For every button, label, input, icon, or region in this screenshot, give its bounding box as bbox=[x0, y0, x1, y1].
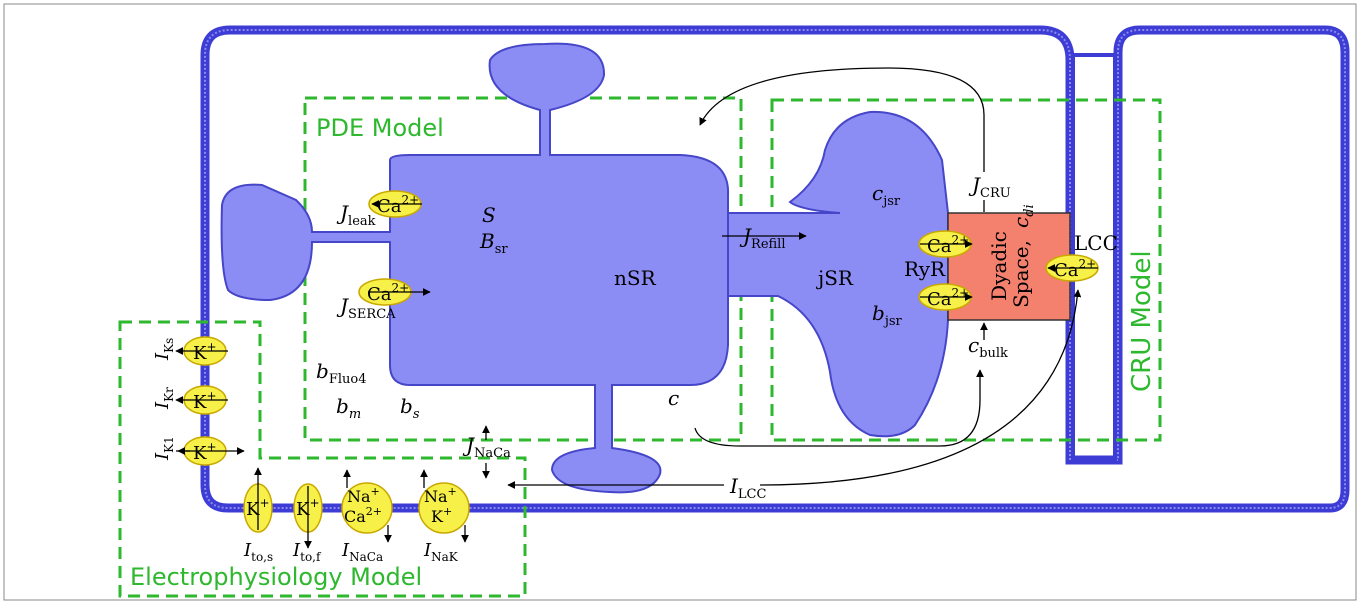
svg-text:K+: K+ bbox=[193, 340, 217, 364]
i-lcc-label: ILCC bbox=[729, 474, 766, 502]
inaca-label: INaCa bbox=[341, 540, 383, 564]
svg-text:Na+: Na+ bbox=[424, 485, 457, 506]
inak-label: INaK bbox=[423, 540, 459, 564]
j-cru-label: JCRU bbox=[968, 173, 1011, 201]
iks-label: IKs bbox=[152, 338, 176, 361]
svg-text:K+: K+ bbox=[246, 496, 270, 520]
dyadic-label: Dyadic bbox=[987, 231, 1011, 301]
c-di-label: cdi bbox=[1009, 204, 1037, 228]
jsr-compartment bbox=[727, 110, 949, 438]
serca-pump: Ca2+ bbox=[358, 278, 431, 306]
svg-text:K+: K+ bbox=[296, 496, 320, 520]
jsr-label: jSR bbox=[816, 266, 854, 290]
itof-label: Ito,f bbox=[292, 540, 322, 564]
j-cru-arrow bbox=[700, 67, 985, 212]
pde-model-label: PDE Model bbox=[316, 114, 444, 142]
bulk-flux-arrow bbox=[694, 369, 984, 447]
figure-frame bbox=[3, 3, 1357, 601]
iks-channel: K+ bbox=[175, 336, 228, 366]
svg-text:K+: K+ bbox=[431, 505, 452, 526]
leak-channel: Ca2+ bbox=[368, 190, 422, 218]
c-bulk-label: cbulk bbox=[968, 333, 1008, 361]
b-m-label: bm bbox=[336, 394, 361, 422]
j-naca-label: JNaCa bbox=[462, 433, 511, 461]
j-leak-label: Jleak bbox=[336, 201, 376, 229]
itos-channel: K+ bbox=[243, 467, 273, 533]
svg-text:K+: K+ bbox=[193, 440, 217, 464]
ryr-label: RyR bbox=[904, 257, 946, 281]
c-label: c bbox=[668, 386, 679, 410]
nsr-label: nSR bbox=[614, 266, 657, 290]
nsr-compartment bbox=[220, 42, 841, 494]
b-jsr-label: bjsr bbox=[872, 301, 903, 329]
itos-label: Ito,s bbox=[243, 540, 273, 564]
nak-pump: Na+ K+ bbox=[418, 469, 470, 543]
svg-text:Na+: Na+ bbox=[347, 485, 380, 506]
cru-model-box bbox=[770, 98, 1162, 442]
j-serca-label: JSERCA bbox=[336, 294, 396, 322]
itof-channel: K+ bbox=[293, 483, 323, 549]
ryr-channel-1: Ca2+ bbox=[918, 230, 973, 258]
b-s-label: bs bbox=[400, 394, 420, 422]
ep-model-label: Electrophysiology Model bbox=[130, 563, 422, 591]
ikr-channel: K+ bbox=[175, 385, 228, 415]
ep-model-box bbox=[118, 320, 527, 598]
naca-exchanger: Na+ Ca2+ bbox=[341, 469, 393, 543]
lcc-channel: Ca2+ bbox=[1045, 254, 1099, 282]
svg-text:Ca2+: Ca2+ bbox=[344, 505, 382, 526]
ik1-label: IK1 bbox=[152, 436, 176, 461]
s-label: S bbox=[482, 203, 496, 227]
lcc-label: LCC bbox=[1074, 231, 1118, 255]
cru-model-label: CRU Model bbox=[1127, 250, 1157, 392]
b-sr-label: Bsr bbox=[479, 229, 508, 257]
svg-text:K+: K+ bbox=[193, 389, 217, 413]
ikr-label: IKr bbox=[152, 387, 176, 410]
c-jsr-label: cjsr bbox=[872, 181, 901, 209]
i-lcc-arrow-up bbox=[759, 289, 1082, 486]
space-label: Space, bbox=[1009, 240, 1033, 308]
ik1-channel: K+ bbox=[176, 436, 245, 466]
ryr-channel-2: Ca2+ bbox=[918, 283, 973, 311]
b-fluo4-label: bFluo4 bbox=[316, 359, 366, 387]
